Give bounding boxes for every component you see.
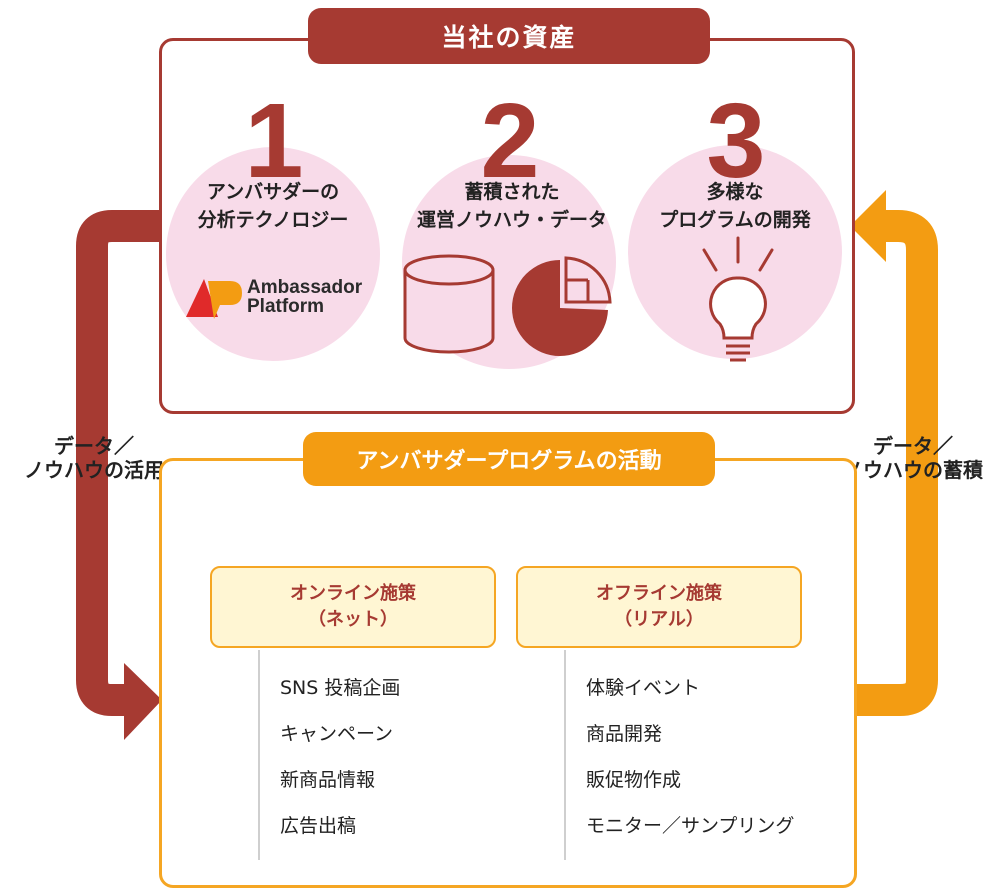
online-item: キャンペーン (280, 723, 394, 745)
asset-2-label: 蓄積された 運営ノウハウ・データ (416, 181, 607, 231)
asset-2-number: 2 (480, 82, 540, 200)
offline-item: 商品開発 (586, 723, 663, 745)
activities-title: アンバサダープログラムの活動 (303, 432, 715, 486)
asset-1-circle (166, 147, 380, 361)
online-divider (258, 650, 260, 860)
offline-divider (564, 650, 566, 860)
flow-arrow-down (76, 210, 160, 716)
asset-3-number: 3 (706, 82, 766, 200)
online-item: SNS 投稿企画 (280, 677, 401, 699)
left-flow-label: データ／ ノウハウの活用 (24, 434, 164, 482)
online-heading: オンライン施策 （ネット） (210, 566, 496, 648)
offline-item: 体験イベント (586, 677, 701, 699)
online-item: 広告出稿 (280, 815, 357, 837)
pie-chart-icon (512, 256, 612, 357)
flow-arrow-down-head (124, 663, 162, 740)
offline-item: モニター／サンプリング (586, 815, 795, 837)
online-item: 新商品情報 (280, 769, 376, 791)
right-flow-label: データ／ ノウハウの蓄積 (843, 434, 983, 482)
offline-heading: オフライン施策 （リアル） (516, 566, 802, 648)
asset-3-label: 多様な プログラムの開発 (659, 181, 811, 231)
assets-title: 当社の資産 (308, 8, 710, 64)
database-cylinder-icon (403, 254, 495, 354)
ambassador-platform-text: Ambassador Platform (247, 277, 363, 317)
light-bulb-icon (702, 236, 774, 362)
asset-1-number: 1 (244, 82, 304, 200)
offline-item: 販促物作成 (586, 769, 682, 791)
asset-1-label: アンバサダーの 分析テクノロジー (197, 181, 349, 231)
activities-panel (159, 458, 857, 888)
ambassador-platform-logo (186, 279, 242, 319)
flow-arrow-up (850, 190, 886, 262)
